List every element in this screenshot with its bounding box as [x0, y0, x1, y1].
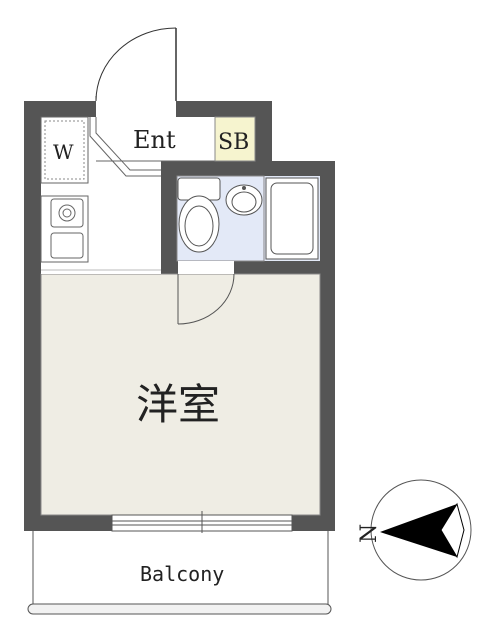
stove-icon: [50, 232, 84, 259]
main-room: [40, 273, 321, 516]
bathroom: [176, 175, 320, 262]
balcony: [27, 531, 332, 615]
washer-space: [40, 116, 89, 184]
washer-label: W: [53, 140, 74, 164]
entrance-label: Ent: [133, 126, 176, 154]
main-room-label: 洋室: [136, 380, 220, 429]
sink-icon: [50, 198, 84, 228]
bathtub-icon: [265, 177, 319, 260]
balcony-rail: [27, 603, 332, 615]
entrance-door: [95, 27, 177, 102]
shoe-box: [214, 116, 256, 162]
toilet-icon: [177, 177, 221, 253]
entrance-opening: [96, 101, 176, 117]
north-label: N: [357, 524, 382, 543]
balcony-window: [111, 511, 293, 533]
balcony-label: Balcony: [140, 562, 224, 586]
shoe-box-label: SB: [218, 130, 249, 155]
washbasin-icon: [225, 184, 263, 216]
kitchen: [40, 195, 89, 263]
bathroom-door: [177, 261, 235, 325]
compass-icon: [370, 479, 472, 581]
